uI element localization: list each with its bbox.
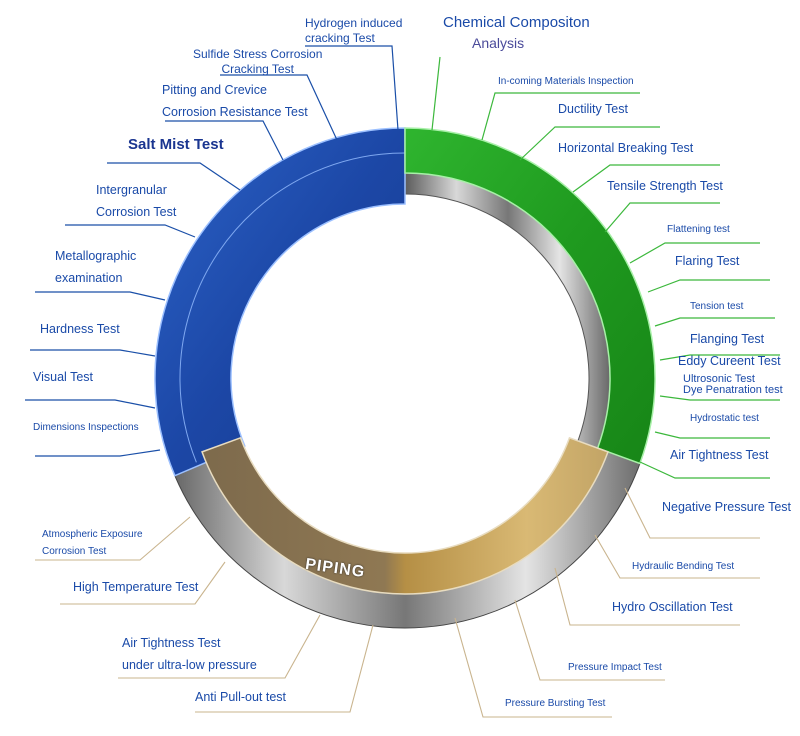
green-segment-mechanical-tests bbox=[404, 127, 656, 465]
label-high-temperature-test: High Temperature Test bbox=[73, 580, 199, 594]
label-hydro-oscillation-test: Hydro Oscillation Test bbox=[612, 600, 733, 614]
label-hydraulic-bending-test: Hydraulic Bending Test bbox=[632, 561, 735, 572]
label-ductility-test: Ductility Test bbox=[558, 102, 628, 116]
gold-leader-lines bbox=[35, 487, 760, 718]
label-eddy-current-test: Eddy Cureent Test bbox=[678, 354, 781, 368]
label-hardness-test: Hardness Test bbox=[40, 322, 120, 336]
label-dimensions-inspections: Dimensions Inspections bbox=[33, 422, 139, 433]
label-horizontal-breaking-test: Horizontal Breaking Test bbox=[558, 141, 694, 155]
label-salt-mist-test: Salt Mist Test bbox=[128, 136, 224, 153]
label-tension-test: Tension test bbox=[690, 301, 744, 312]
label-flattening-test: Flattening test bbox=[667, 224, 730, 235]
label-hydrostatic-test: Hydrostatic test bbox=[690, 413, 759, 424]
blue-segment-highlight bbox=[179, 152, 406, 463]
blue-segment-corrosion-tests bbox=[154, 127, 406, 477]
label-pressure-bursting-test: Pressure Bursting Test bbox=[505, 698, 606, 709]
green-leader-lines bbox=[431, 56, 780, 479]
label-flaring-test: Flaring Test bbox=[675, 254, 740, 268]
label-visual-test: Visual Test bbox=[33, 370, 93, 384]
label-incoming-materials-inspection: In-coming Materials Inspection bbox=[498, 76, 634, 87]
label-air-tightness-test: Air Tightness Test bbox=[670, 448, 769, 462]
label-negative-pressure-test: Negative Pressure Test bbox=[662, 500, 791, 514]
label-pressure-impact-test: Pressure Impact Test bbox=[568, 662, 662, 673]
label-dye-penetration-test: Dye Penatration test bbox=[683, 384, 783, 396]
label-flanging-test: Flanging Test bbox=[690, 332, 765, 346]
gold-segment-pressure-tests bbox=[201, 436, 609, 595]
label-ultrasonic-test: Ultrosonic Test bbox=[683, 373, 755, 385]
label-tensile-strength-test: Tensile Strength Test bbox=[607, 179, 723, 193]
blue-leader-lines bbox=[25, 45, 399, 457]
label-anti-pull-out-test: Anti Pull-out test bbox=[195, 690, 287, 704]
